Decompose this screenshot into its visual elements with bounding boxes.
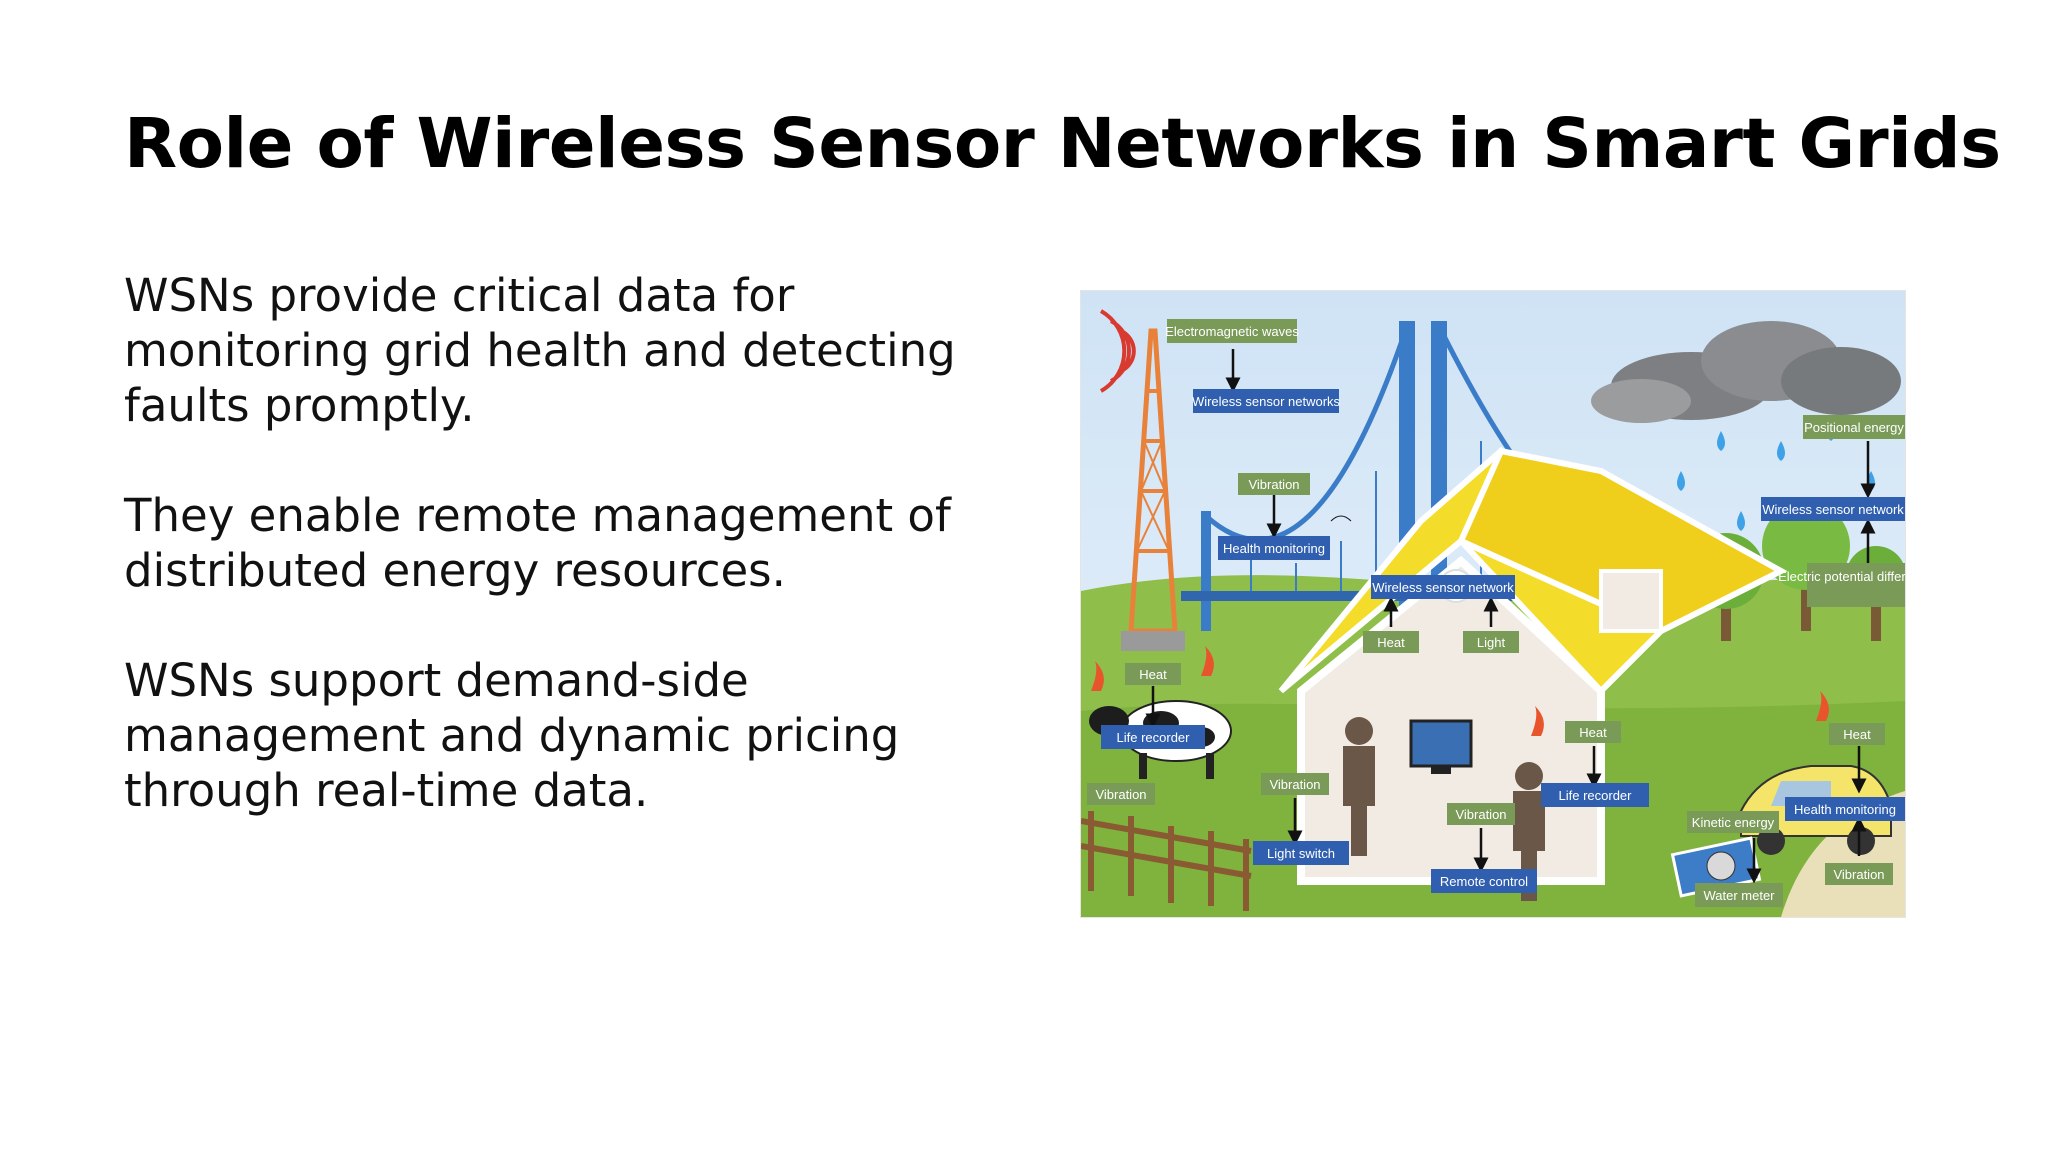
svg-text:Vibration: Vibration (1095, 787, 1146, 802)
label-wsn-tower: Wireless sensor networks (1192, 389, 1341, 413)
svg-text:Light switch: Light switch (1267, 846, 1335, 861)
label-wsn-house: Wireless sensor network (1371, 575, 1515, 599)
svg-text:Electromagnetic waves: Electromagnetic waves (1165, 324, 1299, 339)
label-life-recorder-room: Life recorder (1541, 783, 1649, 807)
label-vibration-cow: Vibration (1087, 783, 1155, 805)
label-vibration-car: Vibration (1825, 863, 1893, 885)
svg-text:Wireless sensor network: Wireless sensor network (1372, 580, 1514, 595)
svg-text:Vibration: Vibration (1269, 777, 1320, 792)
svg-text:Electric potential difference: Electric potential difference (1778, 569, 1905, 584)
paragraph-demand-side: WSNs support demand-side management and … (124, 654, 900, 817)
svg-text:Health monitoring: Health monitoring (1223, 541, 1325, 556)
label-heat-room: Heat (1565, 721, 1621, 743)
label-vibration-bridge: Vibration (1238, 473, 1310, 495)
svg-text:Wireless sensor network: Wireless sensor network (1762, 502, 1904, 517)
label-health-monitoring-bridge: Health monitoring (1218, 536, 1330, 560)
label-light-switch: Light switch (1253, 841, 1349, 865)
label-electric-potential: Electric potential difference (1778, 563, 1905, 607)
slide-title: Role of Wireless Sensor Networks in Smar… (124, 104, 2001, 184)
label-heat-cow: Heat (1125, 663, 1181, 685)
label-light-house: Light (1463, 631, 1519, 653)
label-heat-car: Heat (1829, 723, 1885, 745)
svg-text:Heat: Heat (1139, 667, 1167, 682)
svg-text:Heat: Heat (1579, 725, 1607, 740)
svg-text:Vibration: Vibration (1833, 867, 1884, 882)
label-heat-house: Heat (1363, 631, 1419, 653)
label-remote-control: Remote control (1431, 869, 1537, 893)
smart-grid-illustration: Electromagnetic waves Wireless sensor ne… (1080, 290, 1906, 918)
label-vibration-switch: Vibration (1261, 773, 1329, 795)
svg-text:Life recorder: Life recorder (1559, 788, 1633, 803)
svg-text:Heat: Heat (1377, 635, 1405, 650)
sensor-arrows (1145, 349, 1876, 884)
illustration-canvas: Electromagnetic waves Wireless sensor ne… (1081, 291, 1905, 917)
paragraph-grid-health: WSNs provide critical data for monitorin… (124, 269, 956, 432)
svg-text:Heat: Heat (1843, 727, 1871, 742)
sensor-labels: Electromagnetic waves Wireless sensor ne… (1087, 319, 1905, 907)
rain-cloud (1591, 321, 1901, 423)
svg-text:Water meter: Water meter (1703, 888, 1775, 903)
label-wsn-trees: Wireless sensor network (1761, 497, 1905, 521)
fence (1081, 811, 1252, 911)
heat-flames (1091, 646, 1829, 736)
radio-tower (1099, 309, 1185, 651)
svg-text:Vibration: Vibration (1248, 477, 1299, 492)
label-vibration-remote: Vibration (1447, 803, 1515, 825)
svg-text:Positional energy: Positional energy (1804, 420, 1904, 435)
svg-text:Light: Light (1477, 635, 1506, 650)
label-water-meter: Water meter (1695, 883, 1783, 907)
svg-text:Kinetic energy: Kinetic energy (1692, 815, 1775, 830)
svg-text:Wireless sensor networks: Wireless sensor networks (1192, 394, 1341, 409)
svg-text:Health monitoring: Health monitoring (1794, 802, 1896, 817)
svg-text:Life recorder: Life recorder (1117, 730, 1191, 745)
label-electromagnetic-waves: Electromagnetic waves (1165, 319, 1299, 343)
svg-text:Remote control: Remote control (1440, 874, 1528, 889)
label-kinetic-energy: Kinetic energy (1687, 811, 1779, 833)
label-life-recorder-cow: Life recorder (1101, 725, 1205, 749)
paragraph-remote-management: They enable remote management of distrib… (124, 489, 951, 597)
label-health-monitoring-car: Health monitoring (1785, 797, 1905, 821)
body-text: WSNs provide critical data for monitorin… (124, 268, 1024, 873)
label-positional-energy: Positional energy (1803, 415, 1905, 439)
svg-text:Vibration: Vibration (1455, 807, 1506, 822)
